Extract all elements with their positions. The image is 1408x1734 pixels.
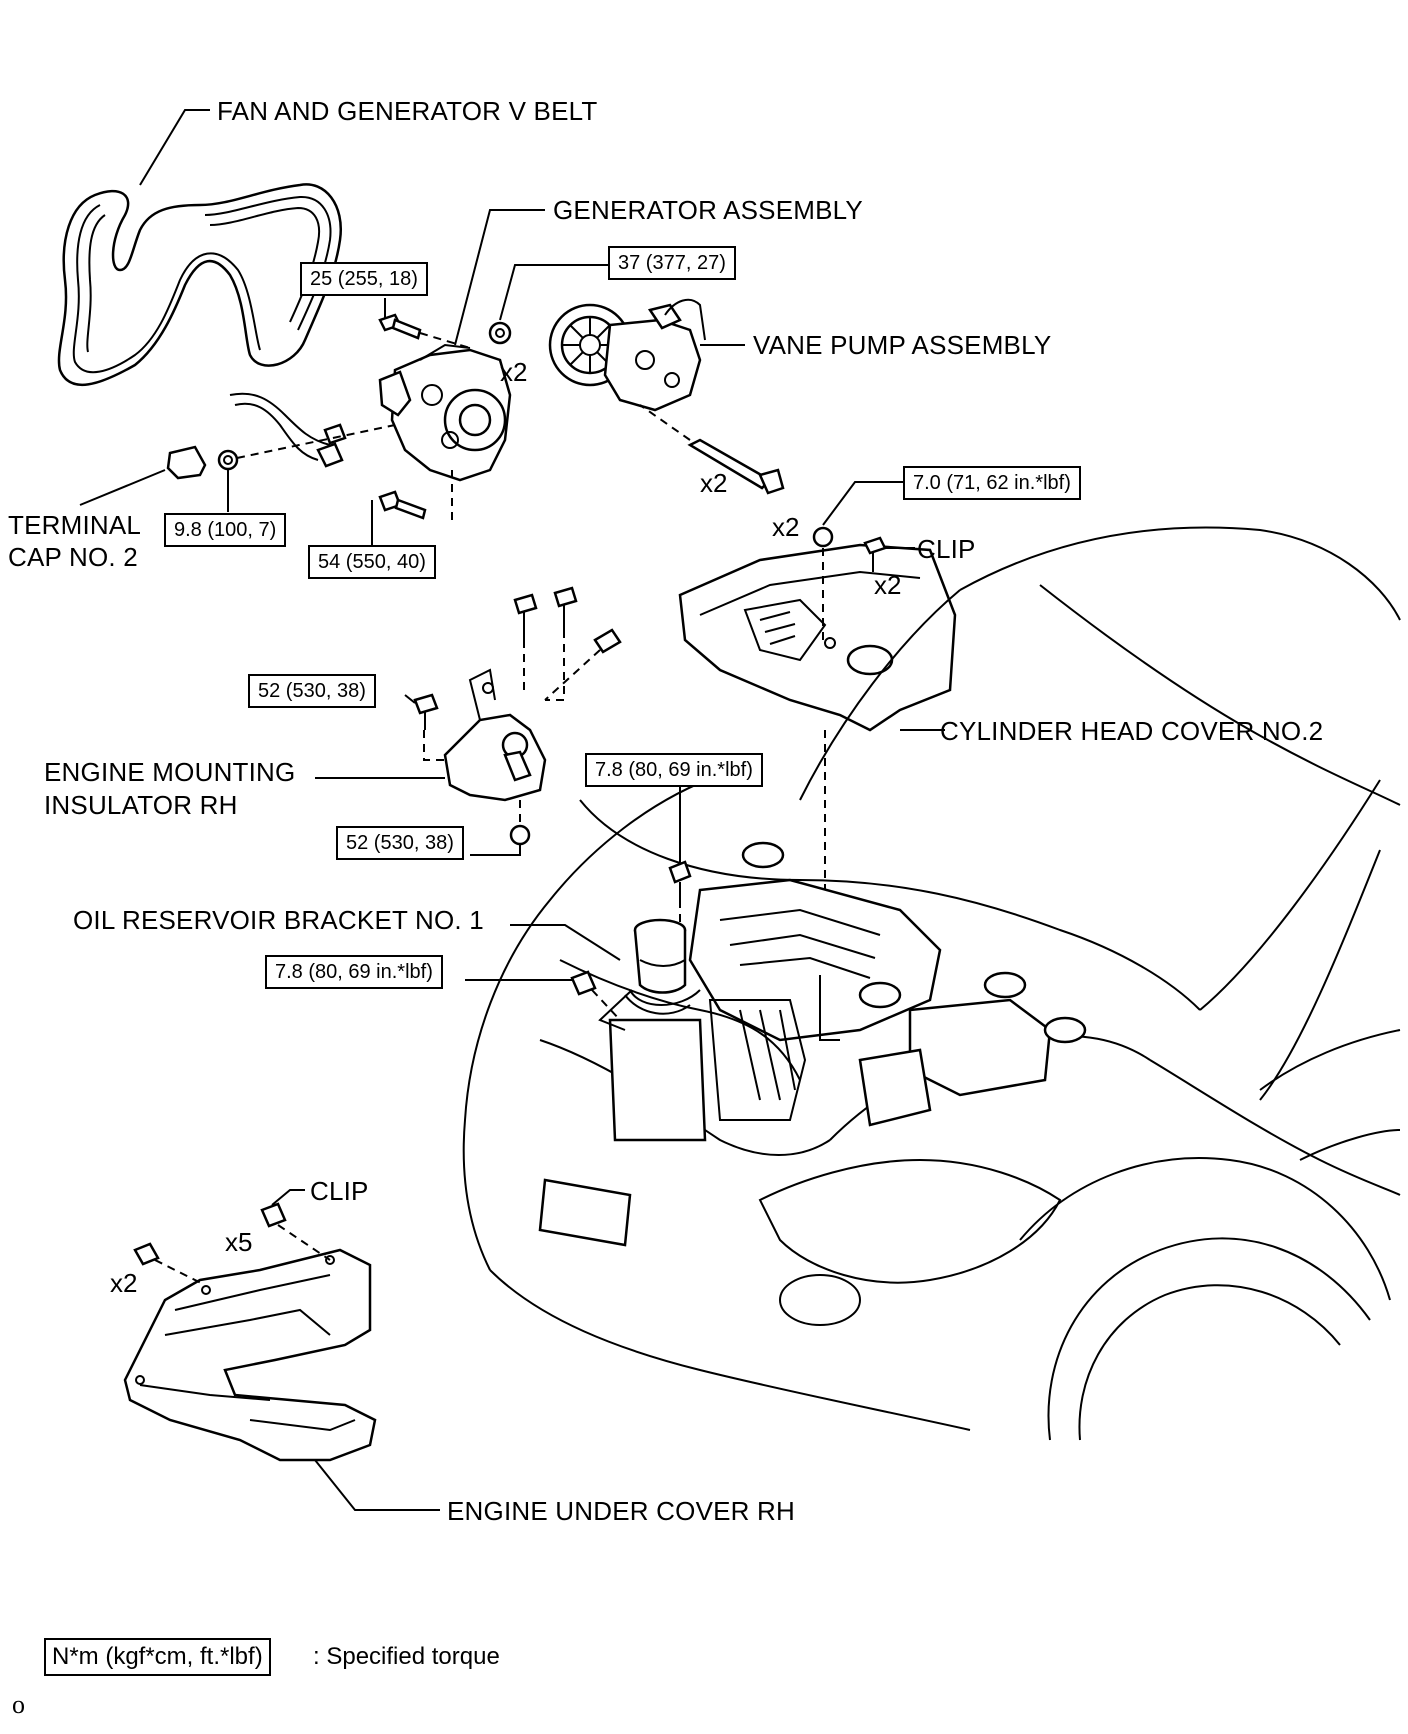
label-terminal-cap-line2: CAP NO. 2 bbox=[8, 542, 138, 572]
vehicle-front-drawing bbox=[462, 526, 1401, 1441]
qty-head-cover-clip: x2 bbox=[874, 570, 902, 600]
qty-under-cover-bolt: x2 bbox=[110, 1268, 138, 1298]
cylinder-head-cover-drawing bbox=[678, 481, 957, 980]
vane-pump-assembly-drawing bbox=[488, 264, 785, 495]
torque-vane-pump-nut: 37 (377, 27) bbox=[608, 246, 736, 280]
generator-assembly-drawing bbox=[371, 209, 545, 545]
label-engine-mounting-line2: INSULATOR RH bbox=[44, 790, 238, 820]
label-clip-top: CLIP bbox=[917, 534, 976, 564]
label-vane-pump-assembly: VANE PUMP ASSEMBLY bbox=[753, 330, 1052, 360]
torque-bracket-side-bolt: 7.8 (80, 69 in.*lbf) bbox=[265, 955, 443, 989]
figure-code: o bbox=[12, 1690, 25, 1719]
torque-generator-lower-bolt: 54 (550, 40) bbox=[308, 545, 436, 579]
label-engine-mounting-line1: ENGINE MOUNTING bbox=[44, 757, 296, 787]
torque-head-cover-nut: 7.0 (71, 62 in.*lbf) bbox=[903, 466, 1081, 500]
qty-vane-pump-bolt: x2 bbox=[700, 468, 728, 498]
label-terminal-cap-line1: TERMINAL bbox=[8, 510, 142, 540]
qty-vane-pump-nut: x2 bbox=[500, 357, 528, 387]
legend-description: : Specified torque bbox=[313, 1643, 500, 1670]
engine-mounting-insulator-drawing bbox=[315, 586, 622, 856]
label-clip-bottom: CLIP bbox=[310, 1176, 369, 1206]
engine-under-cover-drawing bbox=[123, 1189, 440, 1511]
torque-bracket-top-bolt: 7.8 (80, 69 in.*lbf) bbox=[585, 753, 763, 787]
generator-wiring-drawing bbox=[79, 392, 396, 512]
torque-generator-upper-bolt: 25 (255, 18) bbox=[300, 262, 428, 296]
label-generator-assembly: GENERATOR ASSEMBLY bbox=[553, 195, 863, 225]
label-engine-under-cover: ENGINE UNDER COVER RH bbox=[447, 1496, 796, 1526]
torque-mount-bolt: 52 (530, 38) bbox=[248, 674, 376, 708]
oil-reservoir-bracket-drawing bbox=[465, 785, 701, 1031]
fan-generator-v-belt-drawing bbox=[57, 109, 343, 387]
qty-under-cover-clip: x5 bbox=[225, 1227, 253, 1257]
torque-mount-nut: 52 (530, 38) bbox=[336, 826, 464, 860]
torque-terminal-nut: 9.8 (100, 7) bbox=[164, 513, 287, 547]
legend-torque-units: N*m (kgf*cm, ft.*lbf) bbox=[44, 1638, 271, 1676]
label-oil-reservoir-bracket: OIL RESERVOIR BRACKET NO. 1 bbox=[73, 905, 484, 935]
label-fan-generator-v-belt: FAN AND GENERATOR V BELT bbox=[217, 96, 598, 126]
qty-head-cover-nut: x2 bbox=[772, 512, 800, 542]
label-cylinder-head-cover: CYLINDER HEAD COVER NO.2 bbox=[940, 716, 1324, 746]
